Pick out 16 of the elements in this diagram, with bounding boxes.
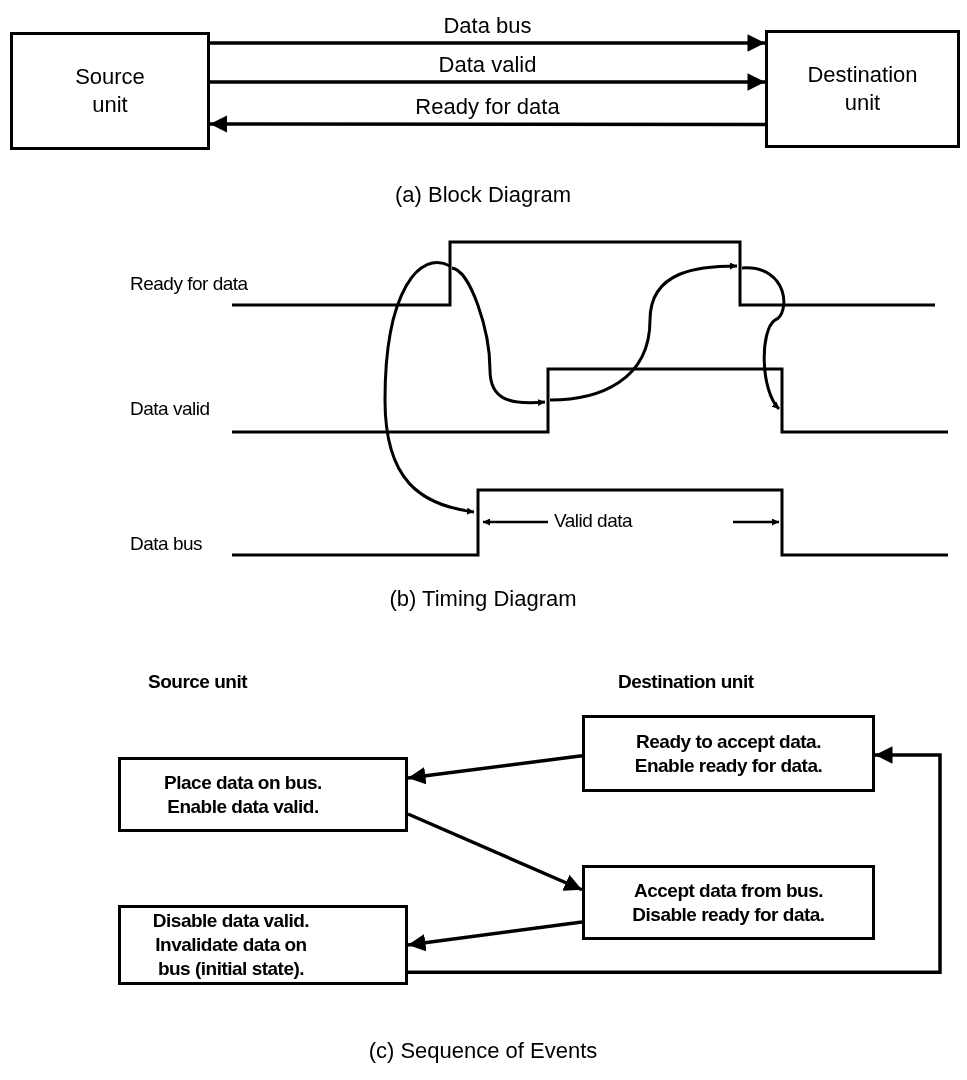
arrow (210, 34, 765, 52)
edge-label: Data valid (438, 53, 537, 78)
unit-box: Source unit (10, 32, 210, 150)
arrow (210, 73, 765, 91)
arrow (407, 812, 583, 892)
step-box: Ready to accept data. Enable ready for data. (582, 715, 875, 792)
edge-label: Data bus (443, 13, 532, 39)
arrow (407, 920, 583, 952)
step-box: Accept data from bus. Disable ready for data. (582, 865, 875, 940)
step-box: Place data on bus. Enable data valid. (118, 757, 408, 832)
arrow (210, 115, 765, 133)
arrow (407, 754, 583, 785)
edge-label: Ready for data (415, 95, 560, 120)
arrow (408, 746, 942, 974)
step-box: Disable data valid. Invalidate data on bus (initial state). (118, 905, 408, 985)
unit-box: Destination unit (765, 30, 960, 148)
